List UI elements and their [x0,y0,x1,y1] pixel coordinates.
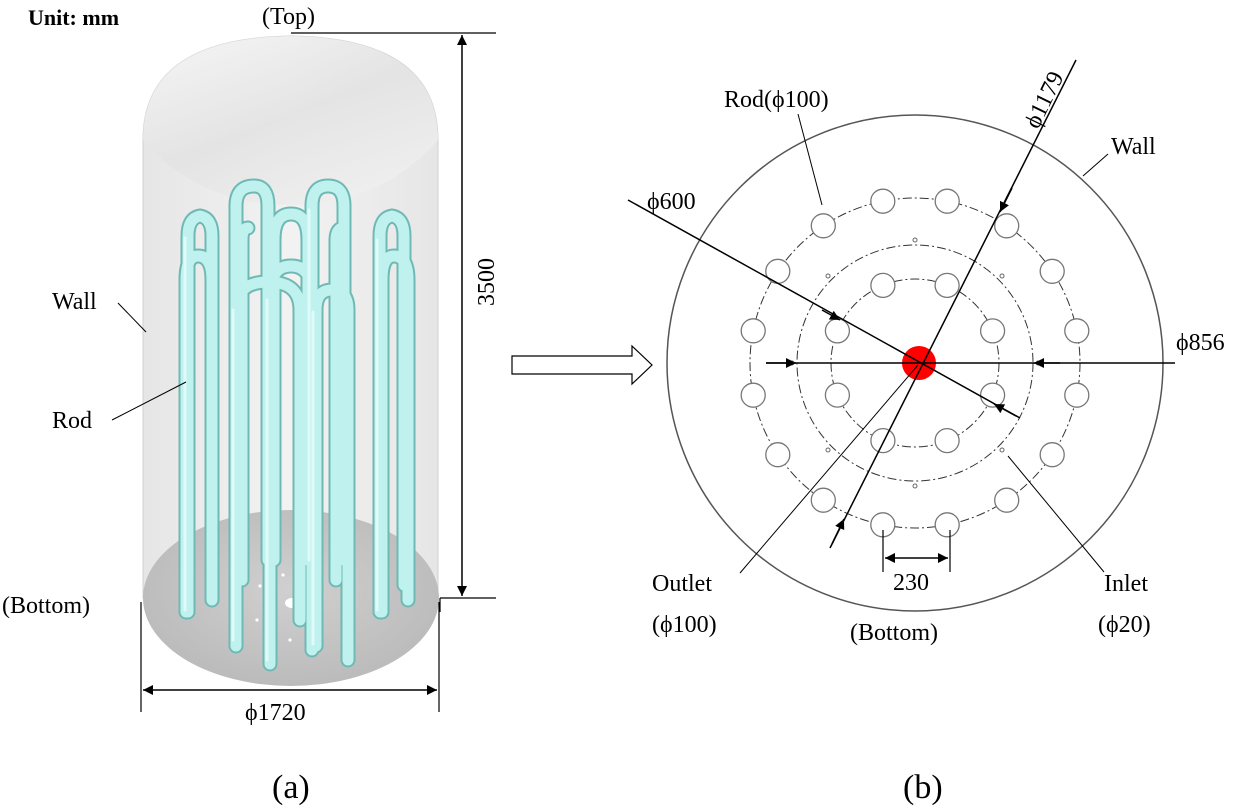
rod-circles [740,188,1090,538]
vessel-3d [142,35,439,686]
rod-circle [994,487,1020,513]
rod-circle [740,318,766,344]
rod-leader-a [111,381,187,421]
vessel-dome [143,36,438,205]
rod-circle [1039,442,1065,468]
rod-circle [934,427,960,454]
wall-label-b: Wall [1111,134,1156,160]
wall-leader-b [1082,153,1109,177]
rod-circle [870,272,896,299]
cross-section [666,114,1164,612]
dim-856-text: ϕ856 [1176,330,1225,356]
rod-label-a: Rod [52,408,92,434]
pitch-dimension-text: 230 [893,570,929,596]
wall-label-a: Wall [52,289,97,315]
rod-circle [810,213,836,239]
rod-circle [870,427,896,454]
rod-circle [979,382,1006,408]
outlet-size: (ϕ100) [652,612,717,638]
dim-600-text: ϕ600 [647,189,696,215]
rod-circle [740,382,766,408]
rod-circle [934,188,960,214]
inlet-hole-marker [999,447,1005,453]
inlet-hole-marker [825,447,831,453]
dim-600-line [627,199,1021,419]
rod-circle [870,188,896,214]
rod-circle [824,318,851,344]
bottom-label-b: (Bottom) [850,620,938,646]
rod-circle [824,382,851,408]
rod-circle [979,318,1006,344]
rod-circle [1039,258,1065,284]
rod-leader-b [797,113,823,206]
height-dimension-text: 3500 [474,258,500,306]
top-label: (Top) [262,4,315,30]
inlet-label: Inlet [1104,571,1148,597]
diameter-dimension-text: ϕ1720 [245,700,306,726]
rod-circle [765,258,791,284]
rod-circle [934,272,960,299]
rod-circle [934,512,960,538]
rod-circle [994,213,1020,239]
unit-label: Unit: mm [28,5,119,30]
rod-label-b: Rod(ϕ100) [724,87,829,113]
caption-a: (a) [272,769,310,806]
transition-arrow [511,344,653,386]
dim-1179-line [829,59,1077,549]
outlet-label: Outlet [652,571,712,597]
inlet-hole-marker [912,483,918,489]
rod-circle [765,442,791,468]
bottom-label-a: (Bottom) [2,593,90,619]
wall-leader-a [117,302,147,333]
outlet-leader [739,364,919,574]
inlet-leader [1007,455,1105,573]
inlet-hole-marker [999,273,1005,279]
inlet-hole-marker [912,237,918,243]
rod-circle [1064,318,1090,344]
dim-1179-text: ϕ1179 [1020,68,1070,133]
inlet-size: (ϕ20) [1098,612,1151,638]
inlet-hole-marker [825,273,831,279]
rod-circle [810,487,836,513]
caption-b: (b) [903,769,943,806]
rod-bundle [178,178,416,672]
rod-circle [1064,382,1090,408]
